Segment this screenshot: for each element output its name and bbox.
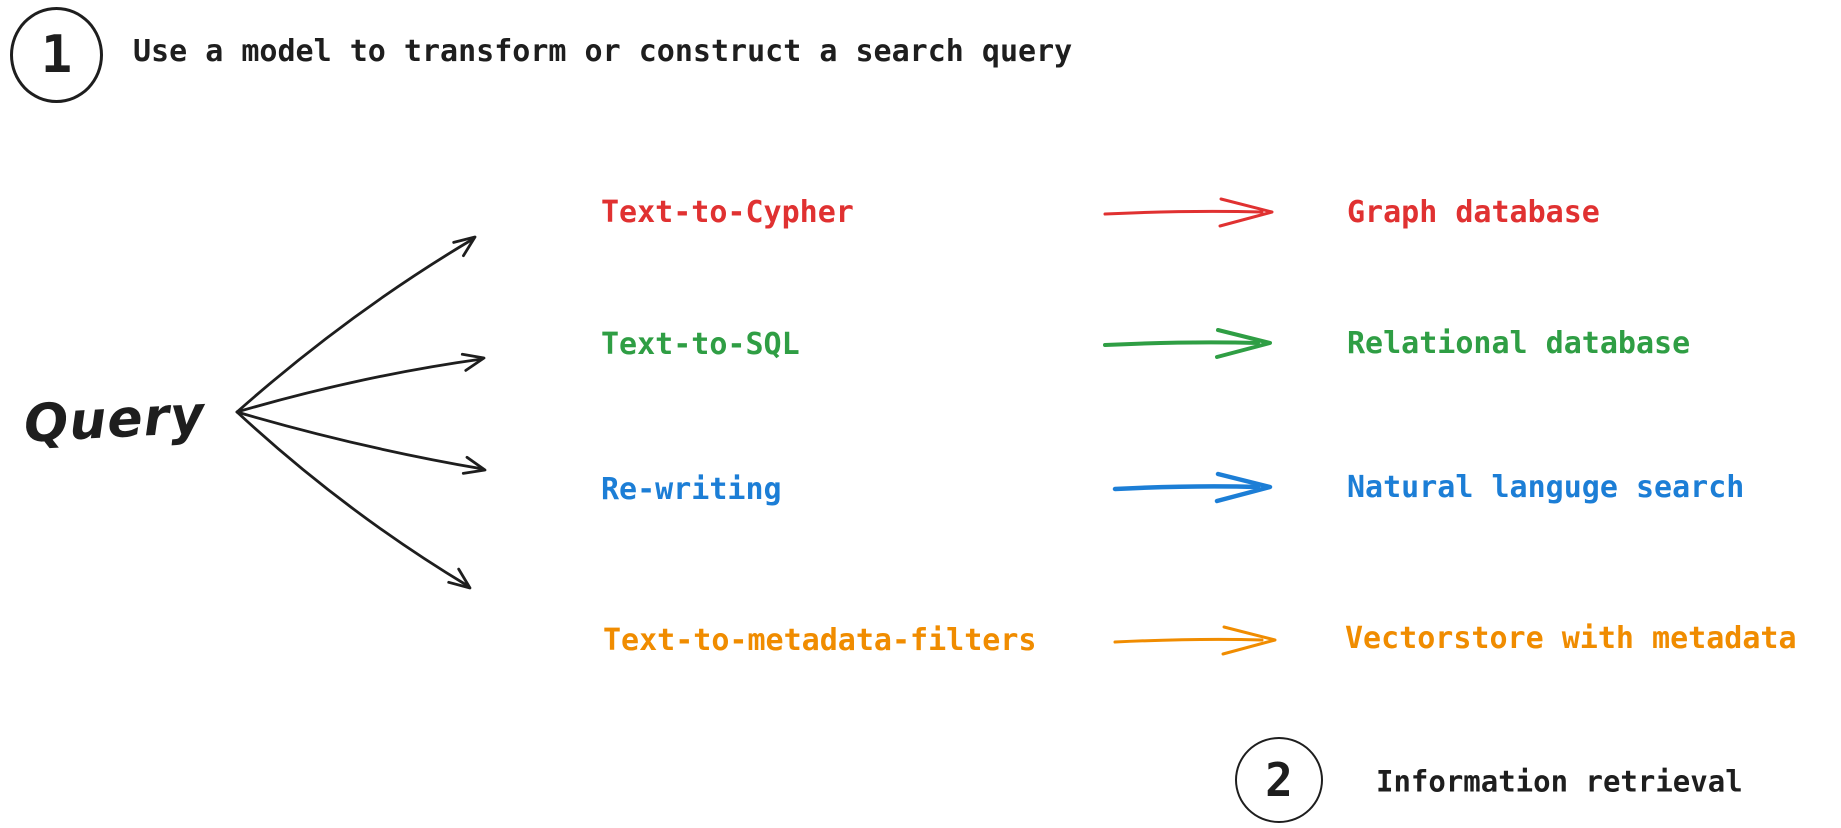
step-1-badge: 1	[10, 7, 103, 103]
branch-arrow-text-to-metadata-filters	[1113, 625, 1277, 656]
fan-arrow-to-text-to-sql	[235, 352, 486, 414]
branch-target-label: Vectorstore with metadata	[1345, 621, 1797, 656]
step-2-badge: 2	[1235, 737, 1323, 823]
branch-method-label: Text-to-metadata-filters	[603, 623, 1037, 658]
query-node-label: Query	[22, 385, 207, 455]
branch-method-label: Text-to-Cypher	[601, 195, 854, 230]
step-2-title: Information retrieval	[1376, 764, 1743, 799]
branch-method-label: Text-to-SQL	[601, 327, 800, 362]
step-1-number: 1	[40, 25, 73, 85]
fan-arrow-to-text-to-metadata-filters	[235, 410, 472, 590]
branch-target-label: Graph database	[1347, 195, 1600, 230]
step-2-number: 2	[1265, 753, 1293, 807]
branch-arrow-text-to-cypher	[1103, 197, 1274, 228]
step-1-title: Use a model to transform or construct a …	[133, 34, 1073, 69]
branch-target-label: Relational database	[1347, 326, 1691, 361]
branch-method-label: Re-writing	[601, 472, 782, 507]
branch-target-label: Natural languge search	[1347, 470, 1745, 505]
branch-arrow-re-writing	[1112, 471, 1273, 504]
query-fan-arrows	[235, 235, 487, 590]
fan-arrow-to-re-writing	[235, 410, 487, 475]
fan-arrow-to-text-to-cypher	[235, 235, 477, 414]
branch-arrow-text-to-sql	[1103, 328, 1272, 359]
